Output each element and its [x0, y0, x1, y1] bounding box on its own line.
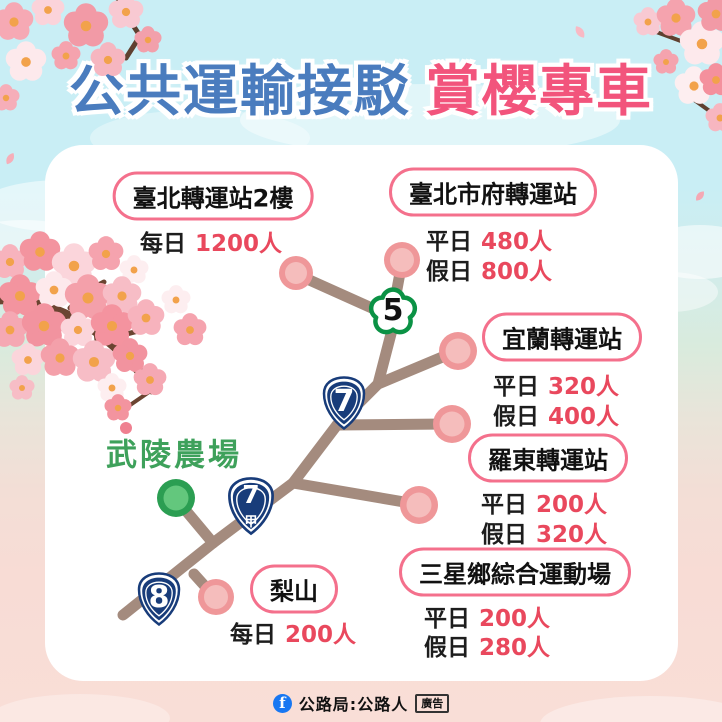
highway-number: 8 — [148, 580, 170, 616]
station-stat: 平日 200人 — [480, 492, 608, 518]
wuling-farm-label: 武陵農場 — [106, 437, 242, 474]
station-pill-luodong: 羅東轉運站 — [468, 433, 628, 483]
highway-marker-provincial-8: 8 — [134, 571, 184, 627]
facebook-page-name: 公路局:公路人 — [298, 695, 409, 714]
station-stat: 假日 280人 — [423, 635, 551, 661]
station-pill-taipei-bus-station: 臺北轉運站2樓 — [112, 171, 314, 221]
station-stat: 平日 480人 — [425, 229, 553, 255]
title-pink-part: 賞櫻專車 — [425, 59, 654, 123]
freeway-number: 5 — [382, 293, 404, 329]
highway-marker-freeway-5: 5 — [367, 286, 419, 338]
station-stat: 平日 320人 — [492, 374, 620, 400]
station-stat: 每日 200人 — [229, 622, 357, 648]
station-pill-yilan: 宜蘭轉運站 — [482, 312, 642, 362]
highway-number: 7 — [242, 480, 260, 509]
highway-marker-provincial-7: 7 — [319, 374, 369, 432]
highway-marker-provincial-7jia: 7 甲 — [224, 475, 278, 537]
provincial-shield-icon — [322, 376, 366, 431]
station-stat: 假日 320人 — [480, 522, 608, 548]
highway-suffix: 甲 — [244, 515, 258, 530]
facebook-icon: f — [272, 693, 292, 713]
provincial-shield-icon — [228, 477, 274, 536]
station-pill-sanxing-sports-field: 三星鄉綜合運動場 — [399, 547, 631, 597]
station-stat: 每日 1200人 — [139, 231, 283, 257]
footer: f 公路局:公路人 廣告 — [0, 691, 722, 715]
station-stat: 假日 800人 — [425, 259, 553, 285]
station-pill-lishan: 梨山 — [250, 564, 338, 614]
plum-blossom-shield-icon — [368, 287, 418, 335]
ad-badge: 廣告 — [415, 693, 450, 713]
station-stat: 假日 400人 — [492, 404, 620, 430]
station-pill-taipei-city-hall: 臺北市府轉運站 — [389, 167, 597, 217]
highway-number: 7 — [333, 384, 355, 420]
poster-title: 公共運輸接駁賞櫻專車 — [0, 46, 722, 126]
title-blue-part: 公共運輸接駁 — [68, 59, 411, 123]
station-stat: 平日 200人 — [423, 606, 551, 632]
provincial-shield-icon — [137, 572, 181, 627]
